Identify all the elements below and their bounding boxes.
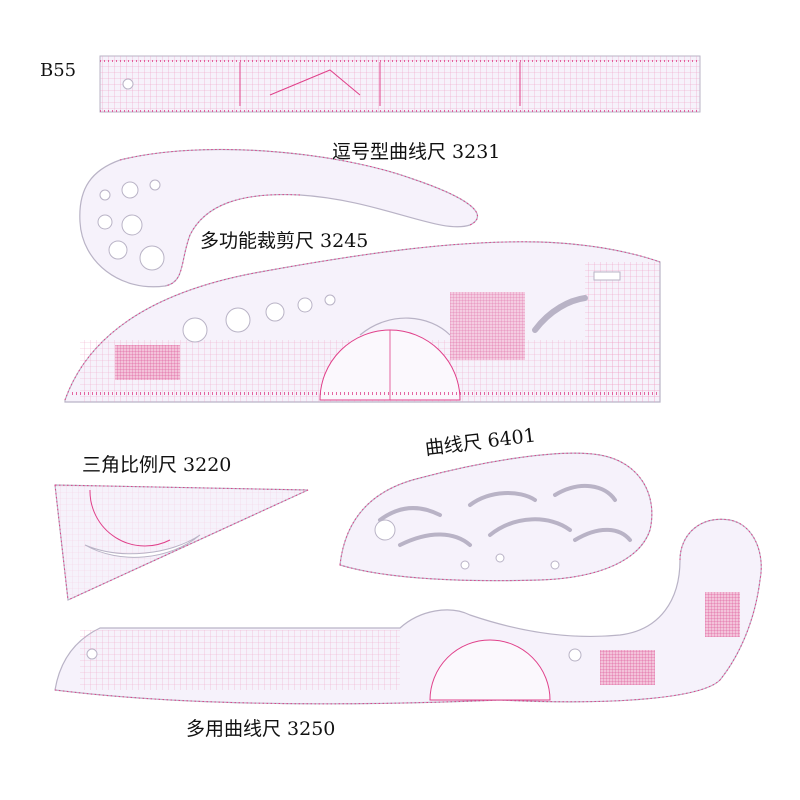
multi-function-cutting-ruler bbox=[64, 241, 661, 403]
triangle-scale-ruler bbox=[54, 484, 309, 601]
b55-straight-ruler bbox=[99, 55, 701, 113]
french-curve-ruler bbox=[339, 452, 653, 582]
label-b55: B55 bbox=[40, 60, 77, 81]
label-triangle-scale-ruler: 三角比例尺 3220 bbox=[82, 454, 232, 476]
comma-curve-ruler bbox=[79, 148, 479, 288]
multi-use-curve-ruler bbox=[54, 518, 762, 705]
label-multi-function-cutting-ruler: 多功能裁剪尺 3245 bbox=[200, 230, 369, 252]
label-comma-curve-ruler: 逗号型曲线尺 3231 bbox=[332, 141, 501, 163]
label-multi-use-curve-ruler: 多用曲线尺 3250 bbox=[186, 718, 336, 740]
